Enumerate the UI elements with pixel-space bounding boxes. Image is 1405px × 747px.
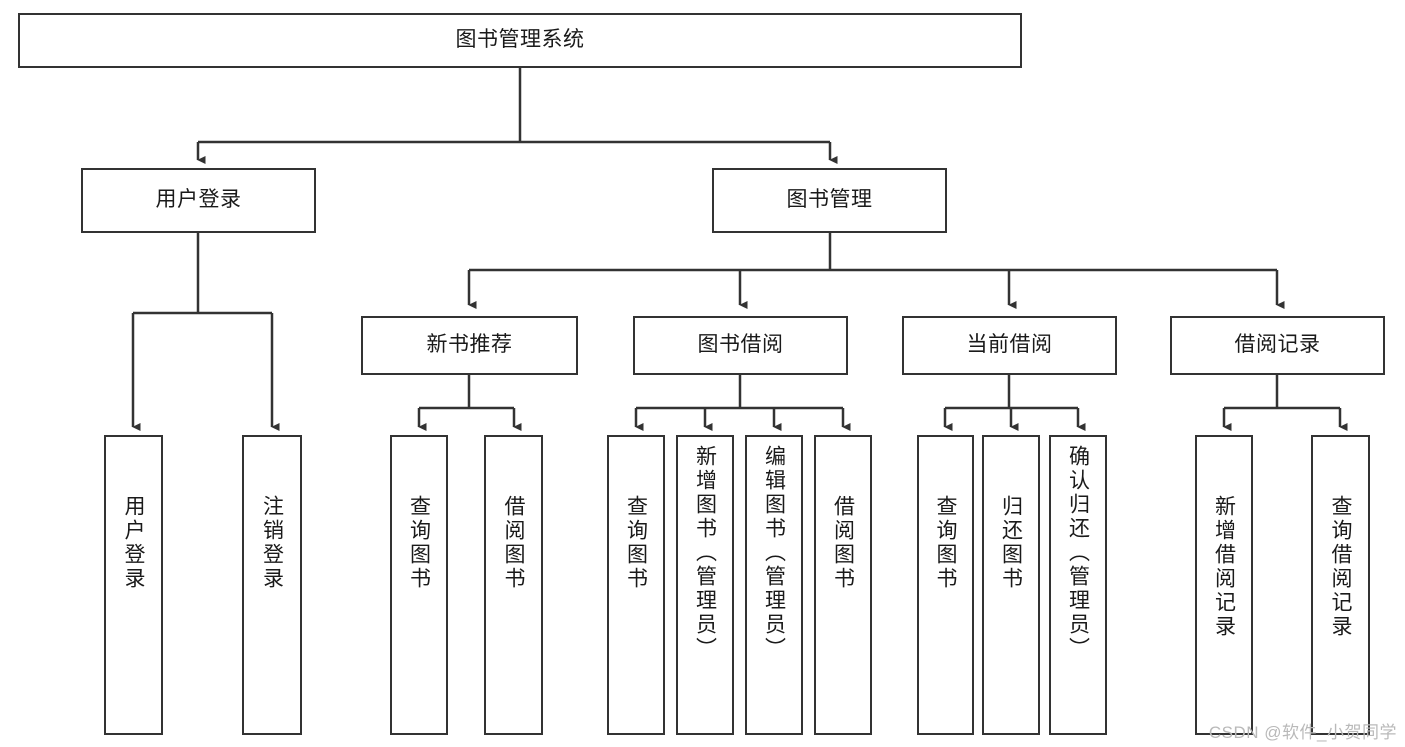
node-current-borrow[interactable]: 当前借阅 (902, 316, 1117, 375)
node-leaf-return-book[interactable]: 归还图书 (982, 435, 1040, 735)
node-leaf-query-book-borrow[interactable]: 查询图书 (607, 435, 665, 735)
node-label: 用户登录 (155, 188, 242, 212)
node-book-management[interactable]: 图书管理 (712, 168, 947, 233)
node-label: 当前借阅 (966, 333, 1053, 357)
node-label: 注销登录 (260, 495, 284, 591)
node-borrow-record[interactable]: 借阅记录 (1170, 316, 1385, 375)
node-label: 查询借阅记录 (1329, 495, 1352, 639)
node-leaf-borrow-book[interactable]: 借阅图书 (814, 435, 872, 735)
node-user-login[interactable]: 用户登录 (81, 168, 316, 233)
node-leaf-confirm-return-admin[interactable]: 确认归还（管理员） (1049, 435, 1107, 735)
node-label: 确认归还（管理员） (1066, 445, 1090, 661)
node-leaf-add-book-admin[interactable]: 新增图书（管理员） (676, 435, 734, 735)
node-label: 借阅记录 (1234, 333, 1321, 357)
node-book-borrow[interactable]: 图书借阅 (633, 316, 848, 375)
node-leaf-query-book-newbook[interactable]: 查询图书 (390, 435, 448, 735)
watermark-text: CSDN @软件_小贺同学 (1208, 723, 1397, 742)
node-label: 查询图书 (407, 495, 431, 591)
node-label: 图书借阅 (697, 333, 784, 357)
node-leaf-query-book-current[interactable]: 查询图书 (917, 435, 974, 735)
node-label: 新增借阅记录 (1212, 495, 1236, 639)
node-root-book-management-system[interactable]: 图书管理系统 (18, 13, 1022, 68)
node-label: 图书管理系统 (455, 28, 585, 52)
node-leaf-edit-book-admin[interactable]: 编辑图书（管理员） (745, 435, 803, 735)
node-leaf-add-borrow-record[interactable]: 新增借阅记录 (1195, 435, 1253, 735)
node-leaf-borrow-book-newbook[interactable]: 借阅图书 (484, 435, 543, 735)
node-label: 图书管理 (786, 188, 873, 212)
node-label: 查询图书 (624, 495, 648, 591)
node-new-book-recommend[interactable]: 新书推荐 (361, 316, 578, 375)
node-label: 新书推荐 (426, 333, 513, 357)
node-label: 编辑图书（管理员） (762, 445, 786, 661)
node-label: 查询图书 (934, 495, 957, 591)
node-label: 借阅图书 (502, 495, 525, 591)
node-label: 新增图书（管理员） (693, 445, 717, 661)
node-label: 归还图书 (999, 495, 1023, 591)
node-leaf-user-login[interactable]: 用户登录 (104, 435, 163, 735)
node-leaf-query-borrow-record[interactable]: 查询借阅记录 (1311, 435, 1370, 735)
node-leaf-logout[interactable]: 注销登录 (242, 435, 302, 735)
node-label: 借阅图书 (831, 495, 855, 591)
node-label: 用户登录 (122, 495, 145, 591)
